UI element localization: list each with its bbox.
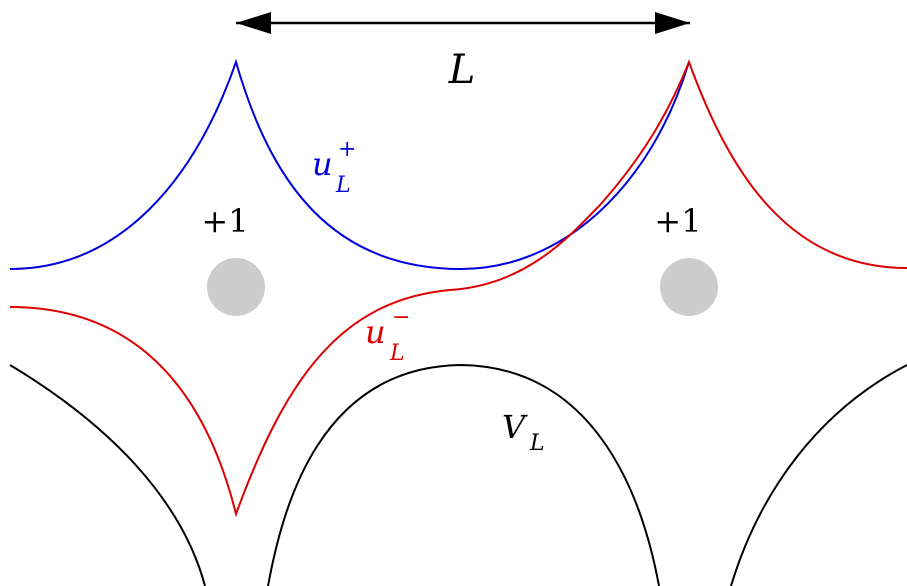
u-plus-curve [9,58,690,271]
u-plus-label: u + L [312,137,362,198]
v-l-curve-middle [267,363,660,586]
v-l-base: V [502,408,528,446]
u-minus-base: u [365,313,386,351]
v-l-curve-left [9,364,206,586]
u-plus-sup: + [338,137,356,162]
u-plus-sub: L [335,173,351,198]
charge-dot-right [660,258,718,316]
v-l-curves [9,363,907,586]
u-minus-label: u − L [365,305,416,366]
v-l-sub: L [529,431,545,456]
u-minus-curve [9,59,907,518]
u-minus-sup: − [392,305,410,330]
charge-label-left: +1 [201,202,248,240]
length-arrow [236,12,690,34]
charge-dot-left [207,258,265,316]
u-plus-base: u [312,145,333,183]
v-l-curve-right [730,364,907,586]
length-label: L [448,47,476,93]
charge-label-right: +1 [654,202,701,240]
u-minus-sub: L [389,341,405,366]
v-l-label: V L [502,408,545,456]
